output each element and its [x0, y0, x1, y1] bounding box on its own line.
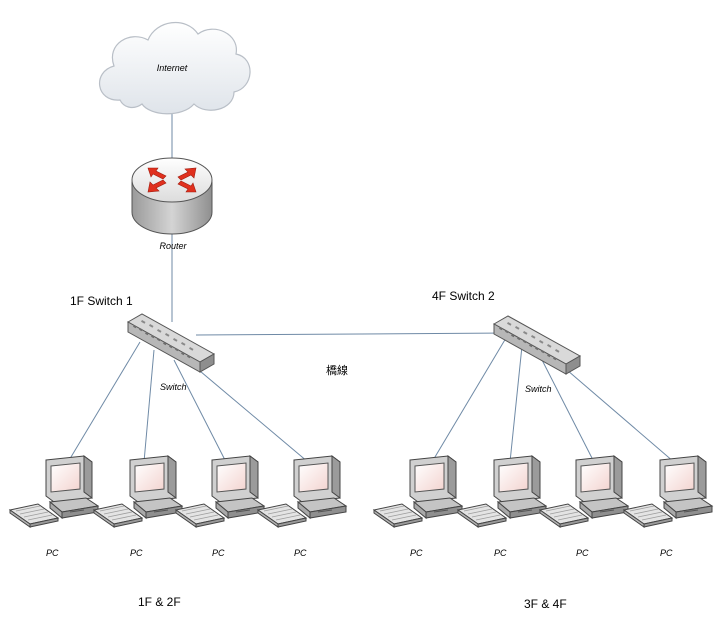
pc-icon — [93, 455, 183, 528]
link-switch-1-pc-3 — [173, 359, 227, 463]
pc-label: PC — [294, 548, 307, 558]
pc-1-3: PC — [175, 455, 265, 558]
link-switch-2-pc-3 — [539, 355, 595, 463]
pc-group-2: PC PC PC PC 3F & 4F — [373, 455, 713, 611]
router-icon — [131, 157, 213, 235]
connection-lines — [67, 110, 675, 463]
pc-icon — [623, 455, 713, 528]
link-switch-1-pc-4 — [193, 365, 309, 463]
switch-1: 1F Switch 1 Switch — [70, 294, 215, 392]
pc-label: PC — [660, 548, 673, 558]
cloud-icon — [98, 21, 251, 115]
pc-icon — [257, 455, 347, 528]
pc-2-2: PC — [457, 455, 547, 558]
group-1-label: 1F & 2F — [138, 595, 181, 609]
pc-2-4: PC — [623, 455, 713, 558]
router: Router — [131, 157, 213, 251]
router-label: Router — [159, 241, 187, 251]
pc-label: PC — [494, 548, 507, 558]
pc-2-1: PC — [373, 455, 463, 558]
pc-1-4: PC — [257, 455, 347, 558]
bridge-label: 橋線 — [326, 363, 348, 377]
pc-icon — [373, 455, 463, 528]
pc-label: PC — [576, 548, 589, 558]
pc-icon — [457, 455, 547, 528]
pc-label: PC — [130, 548, 143, 558]
pc-label: PC — [46, 548, 59, 558]
link-switch-1-pc-2 — [143, 349, 155, 463]
link-switch-2-pc-2 — [509, 345, 523, 463]
pc-2-3: PC — [539, 455, 629, 558]
internet-cloud: Internet — [98, 21, 251, 115]
switch-icon — [127, 313, 215, 373]
switch-2-title: 4F Switch 2 — [432, 289, 495, 303]
switch-icon — [493, 315, 581, 375]
pc-group-1: PC PC PC PC 1F & 2F — [9, 455, 347, 609]
switch-1-title: 1F Switch 1 — [70, 294, 133, 308]
link-switch-2-pc-4 — [559, 363, 675, 463]
pc-icon — [9, 455, 99, 528]
pc-1-2: PC — [93, 455, 183, 558]
pc-label: PC — [410, 548, 423, 558]
pc-label: PC — [212, 548, 225, 558]
pc-icon — [539, 455, 629, 528]
switch-2: 4F Switch 2 Switch — [432, 289, 581, 394]
link-switch-1-pc-1 — [67, 341, 141, 463]
switch-1-label: Switch — [160, 382, 187, 392]
switch-2-label: Switch — [525, 384, 552, 394]
pc-1-1: PC — [9, 455, 99, 558]
pc-icon — [175, 455, 265, 528]
group-2-label: 3F & 4F — [524, 597, 567, 611]
internet-label: Internet — [157, 63, 188, 73]
link-switch-2-pc-1 — [431, 337, 507, 463]
link-bridge — [195, 332, 516, 336]
